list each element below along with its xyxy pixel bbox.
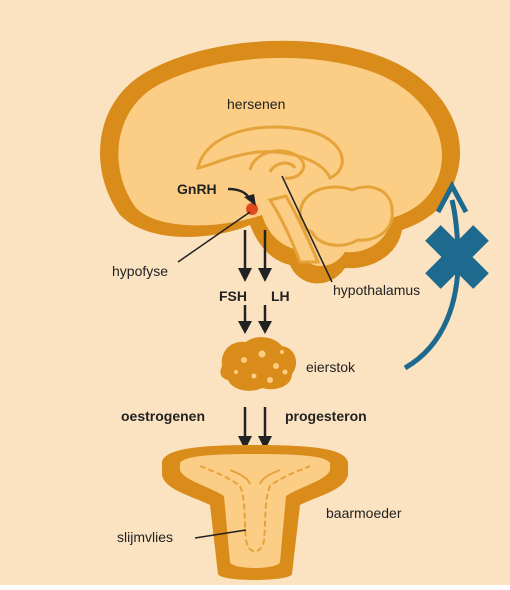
fsh-label: FSH [219,288,247,304]
follicle [280,350,284,354]
brain-label: hersenen [227,96,285,112]
gnrh-label: GnRH [177,181,217,197]
mucosa-label: slijmvlies [117,529,173,545]
uterus-label: baarmoeder [326,505,402,521]
estrogens-label: oestrogenen [121,408,205,424]
follicle [273,363,279,369]
follicle [252,374,257,379]
follicle [267,377,273,383]
cerebellum [300,187,392,245]
lh-label: LH [271,288,290,304]
hypothalamus-label: hypothalamus [333,282,420,298]
follicle [283,370,288,375]
follicle [241,357,247,363]
ovary-label: eierstok [306,359,355,375]
follicle [259,351,266,358]
pituitary-label: hypofyse [112,263,168,279]
follicle [234,370,238,374]
progesterone-label: progesteron [285,408,367,424]
